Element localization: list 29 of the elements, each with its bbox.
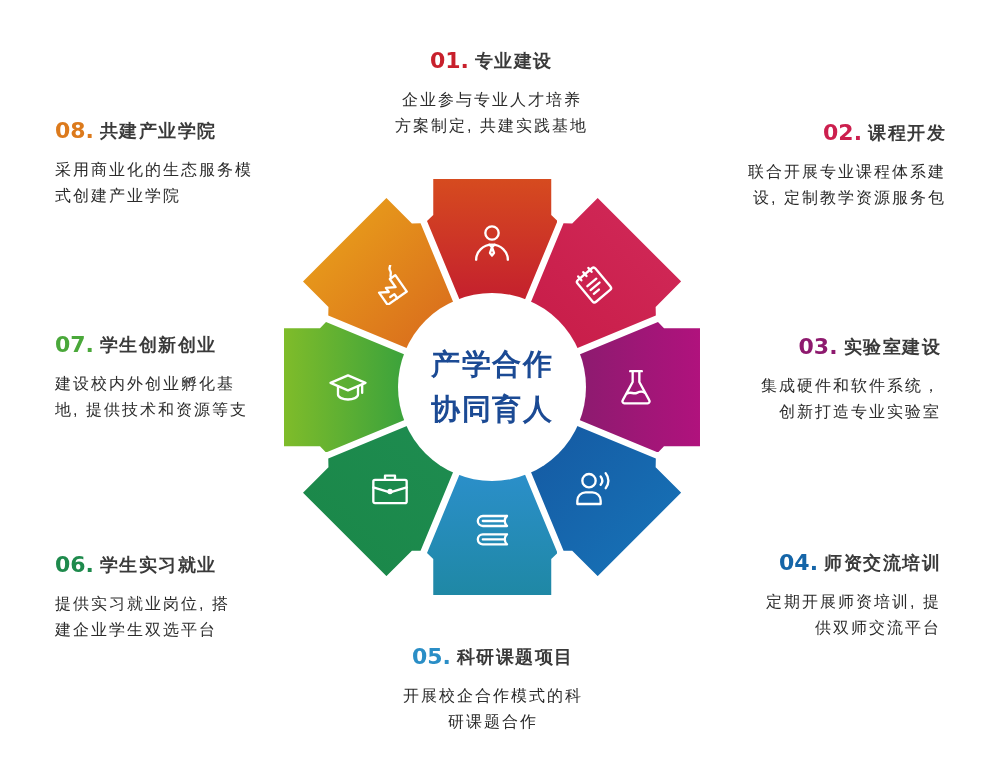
step-number: 07. — [55, 331, 94, 359]
item-description: 集成硬件和软件系统，创新打造专业实验室 — [760, 376, 941, 422]
segment-tab — [303, 424, 455, 576]
item-description: 提供实习就业岗位, 搭建企业学生双选平台 — [55, 594, 231, 640]
item-description: 开展校企合作模式的科研课题合作 — [402, 686, 584, 732]
center-title: 产学合作协同育人 — [430, 347, 554, 427]
item-title: 实验室建设 — [843, 336, 941, 359]
item-description: 采用商业化的生态服务模式创建产业学院 — [55, 160, 254, 206]
item-title: 学生实习就业 — [100, 554, 217, 577]
step-number: 03. — [798, 333, 838, 361]
item-title: 师资交流培训 — [824, 552, 941, 575]
item-title: 学生创新创业 — [100, 334, 217, 357]
step-number: 01. — [430, 47, 469, 75]
item-title: 课程开发 — [868, 122, 946, 145]
item-description: 定期开展师资培训, 提供双师交流平台 — [765, 592, 941, 638]
item-description: 企业参与专业人才培养方案制定, 共建实践基地 — [394, 90, 589, 136]
step-number: 04. — [779, 549, 818, 577]
segment-tab — [303, 198, 455, 350]
segment-tab — [529, 424, 681, 576]
item-title: 共建产业学院 — [100, 120, 217, 143]
step-number: 06. — [55, 551, 94, 579]
item-description: 联合开展专业课程体系建设, 定制教学资源服务包 — [747, 162, 946, 208]
item-description: 建设校内外创业孵化基地, 提供技术和资源等支 — [55, 374, 249, 420]
step-number: 02. — [823, 119, 862, 147]
item-title: 专业建设 — [475, 50, 553, 73]
step-number: 05. — [412, 643, 451, 671]
segment-tab — [529, 198, 681, 350]
step-number: 08. — [55, 117, 94, 145]
item-title: 科研课题项目 — [457, 646, 574, 669]
